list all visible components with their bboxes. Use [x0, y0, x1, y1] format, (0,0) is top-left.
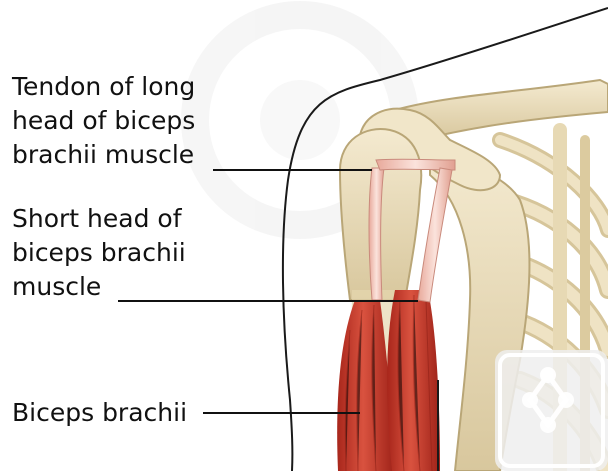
label-tendon-long-head: Tendon of long head of biceps brachii mu…: [12, 70, 195, 172]
label-line: biceps brachii: [12, 236, 186, 270]
label-short-head: Short head of biceps brachii muscle: [12, 202, 186, 304]
label-biceps-brachii: Biceps brachii: [12, 396, 187, 430]
label-line: head of biceps: [12, 104, 195, 138]
label-line: Short head of: [12, 202, 186, 236]
label-line: muscle: [12, 270, 186, 304]
short-head-tendon: [418, 168, 452, 302]
label-line: Tendon of long: [12, 70, 195, 104]
watermark-logo: [495, 350, 608, 471]
label-line: brachii muscle: [12, 138, 195, 172]
label-line: Biceps brachii: [12, 396, 187, 430]
